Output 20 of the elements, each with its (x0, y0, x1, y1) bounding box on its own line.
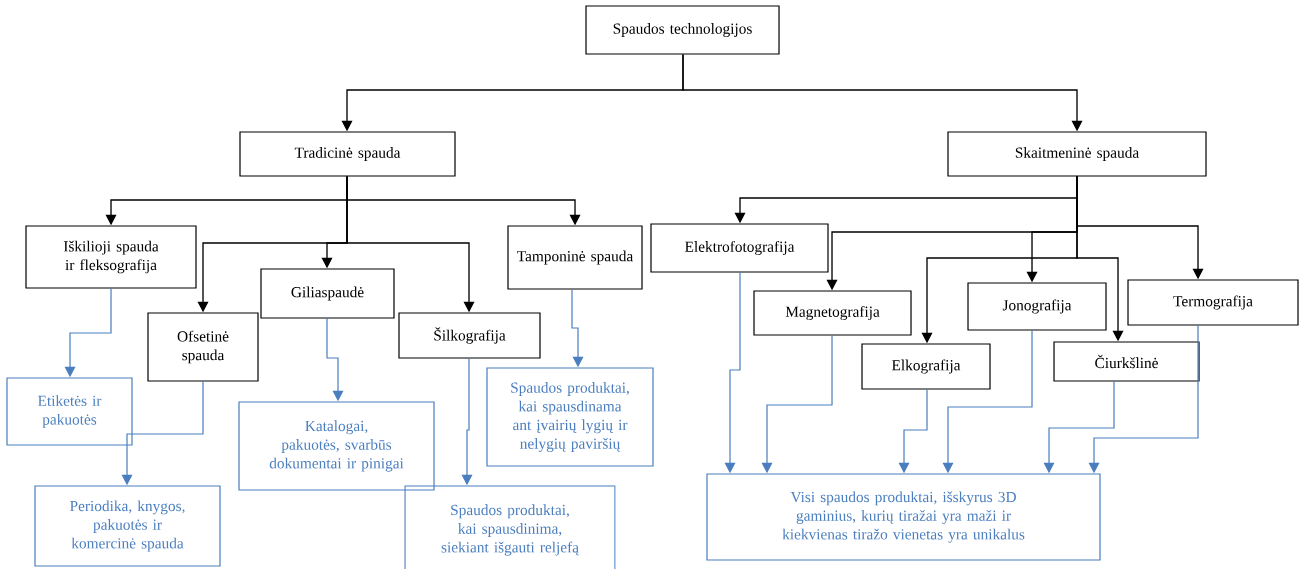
process-box: Tamponinė spauda (507, 225, 643, 290)
result-box: Spaudos produktai, kai spausdinama ant įvairių lygių ir nelygių paviršių (486, 367, 654, 467)
result-box: Visi spaudos produktai, išskyrus 3D gaminius, kurių tiražai yra maži ir kiekvienas tiražo vienetas yra unikalus (706, 473, 1101, 561)
result-box: Periodika, knygos, pakuotės ir komercinė spauda (34, 485, 221, 567)
process-box: Ofsetinė spauda (147, 312, 259, 382)
process-box: Elkografija (861, 343, 991, 390)
result-box: Spaudos produktai, kai spausdinima, siekiant išgauti reljefą (404, 485, 616, 569)
process-box: Jonografija (967, 282, 1107, 331)
process-box: Termografija (1127, 279, 1299, 326)
process-box: Elektrofotografija (650, 223, 829, 273)
process-box: Šilkografija (398, 312, 541, 359)
result-box: Etiketės ir pakuotės (6, 377, 133, 446)
process-box: Giliaspaudė (260, 268, 395, 319)
process-box: Spaudos technologijos (585, 5, 780, 55)
process-box: Tradicinė spauda (239, 131, 456, 177)
process-box: Skaitmeninė spauda (947, 131, 1207, 177)
process-box: Magnetografija (753, 290, 912, 336)
process-box: Čiurkšlinė (1053, 341, 1200, 382)
result-box: Katalogai, pakuotės, svarbūs dokumentai ir pinigai (238, 401, 435, 491)
process-box: Iškilioji spauda ir fleksografija (25, 225, 197, 289)
